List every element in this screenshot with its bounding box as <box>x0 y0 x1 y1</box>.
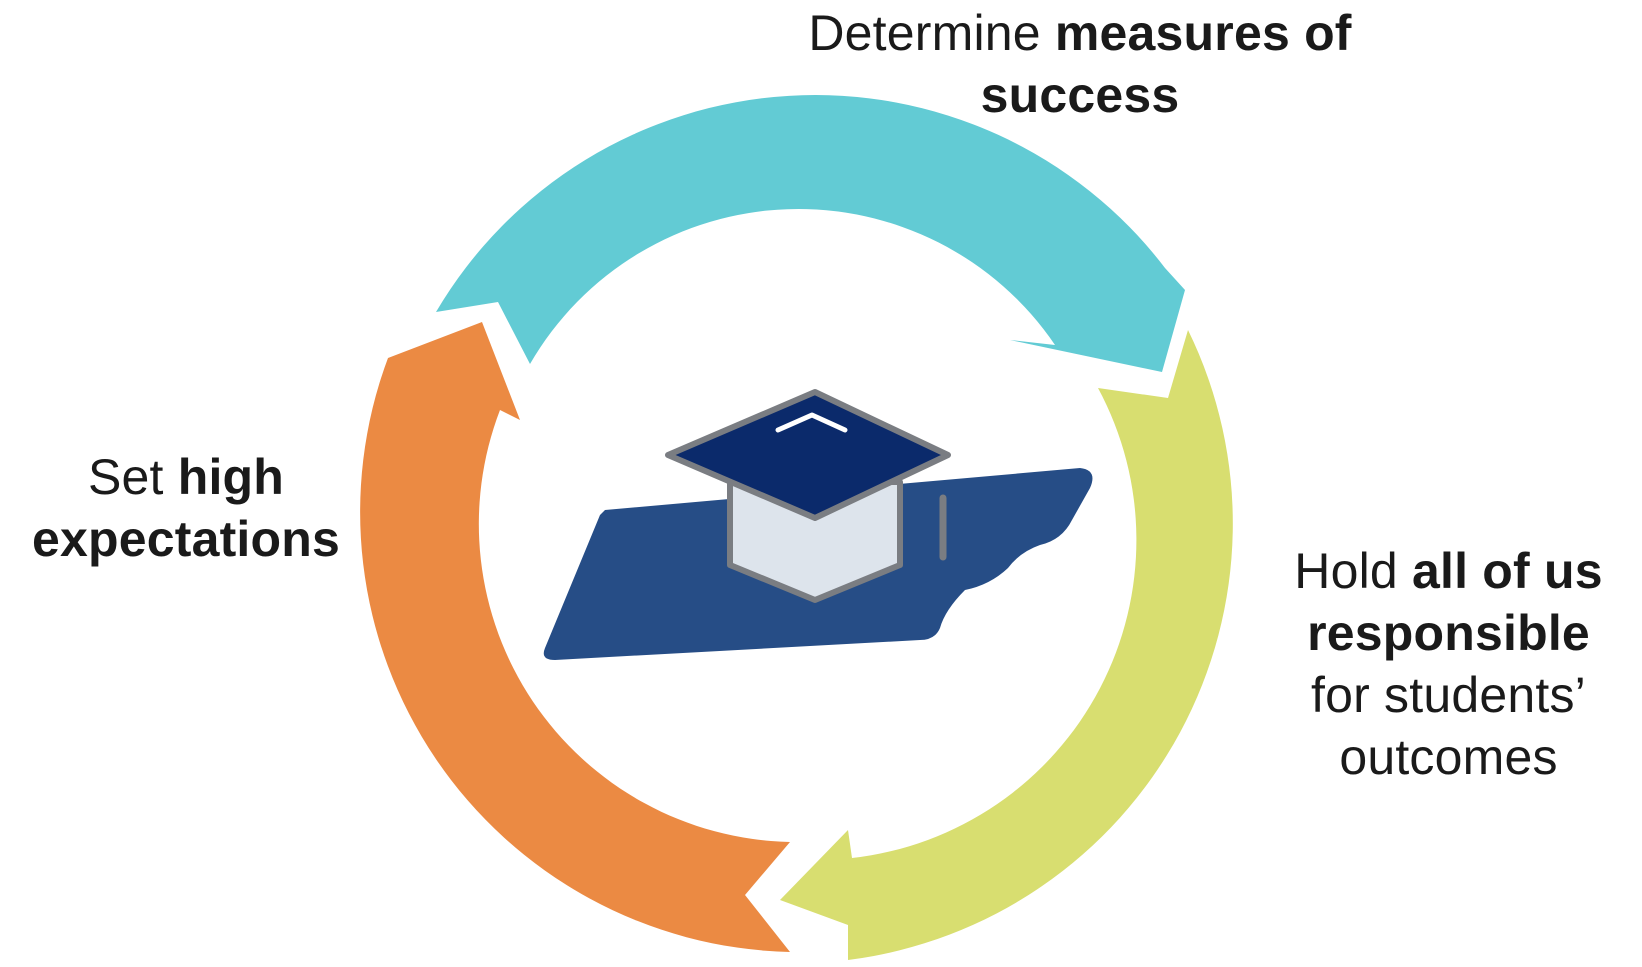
step-label-measures: Determine measures of success <box>720 2 1440 126</box>
arrow-measures <box>436 95 1185 372</box>
step-label-responsible: Hold all of us responsible for students’… <box>1255 540 1642 788</box>
step-line: success <box>980 67 1180 123</box>
step-line: expectations <box>31 511 341 567</box>
arrow-responsible-body <box>780 330 1233 960</box>
step-label-expectations: Set high expectations <box>0 446 372 570</box>
step-line: responsible <box>1307 605 1590 661</box>
step-line: for students’ <box>1311 667 1586 723</box>
arrow-expectations <box>360 322 790 952</box>
step-line: outcomes <box>1339 729 1558 785</box>
step-line: Set high <box>87 449 285 505</box>
step-line: Hold all of us <box>1294 543 1603 599</box>
step-line: Determine measures of <box>808 5 1352 61</box>
graduation-cap-icon <box>665 389 951 603</box>
